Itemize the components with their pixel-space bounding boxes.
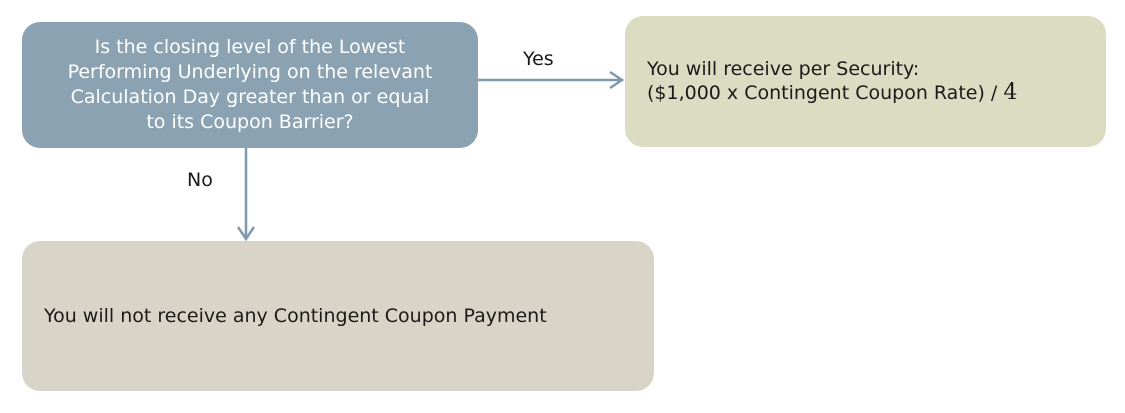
question-line-1: Is the closing level of the Lowest <box>94 36 406 58</box>
formula-divisor: 4 <box>1003 80 1018 105</box>
yes-label: Yes <box>523 48 554 70</box>
yes-outcome-line-2: ($1,000 x Contingent Coupon Rate) / 4 <box>647 81 1084 105</box>
question-line-4: to its Coupon Barrier? <box>146 111 354 133</box>
yes-outcome-line-1: You will receive per Security: <box>647 58 920 80</box>
question-line-2: Performing Underlying on the relevant <box>67 61 433 83</box>
no-outcome-box: You will not receive any Contingent Coup… <box>22 241 654 391</box>
question-line-3: Calculation Day greater than or equal <box>70 86 430 108</box>
no-arrow <box>236 148 256 242</box>
decision-question-box: Is the closing level of the Lowest Perfo… <box>22 22 478 148</box>
coupon-formula: ($1,000 x Contingent Coupon Rate) / <box>647 82 998 104</box>
no-label: No <box>187 169 213 191</box>
no-outcome-text: You will not receive any Contingent Coup… <box>44 305 547 327</box>
yes-outcome-box: You will receive per Security: ($1,000 x… <box>625 16 1106 147</box>
yes-arrow <box>478 70 625 90</box>
